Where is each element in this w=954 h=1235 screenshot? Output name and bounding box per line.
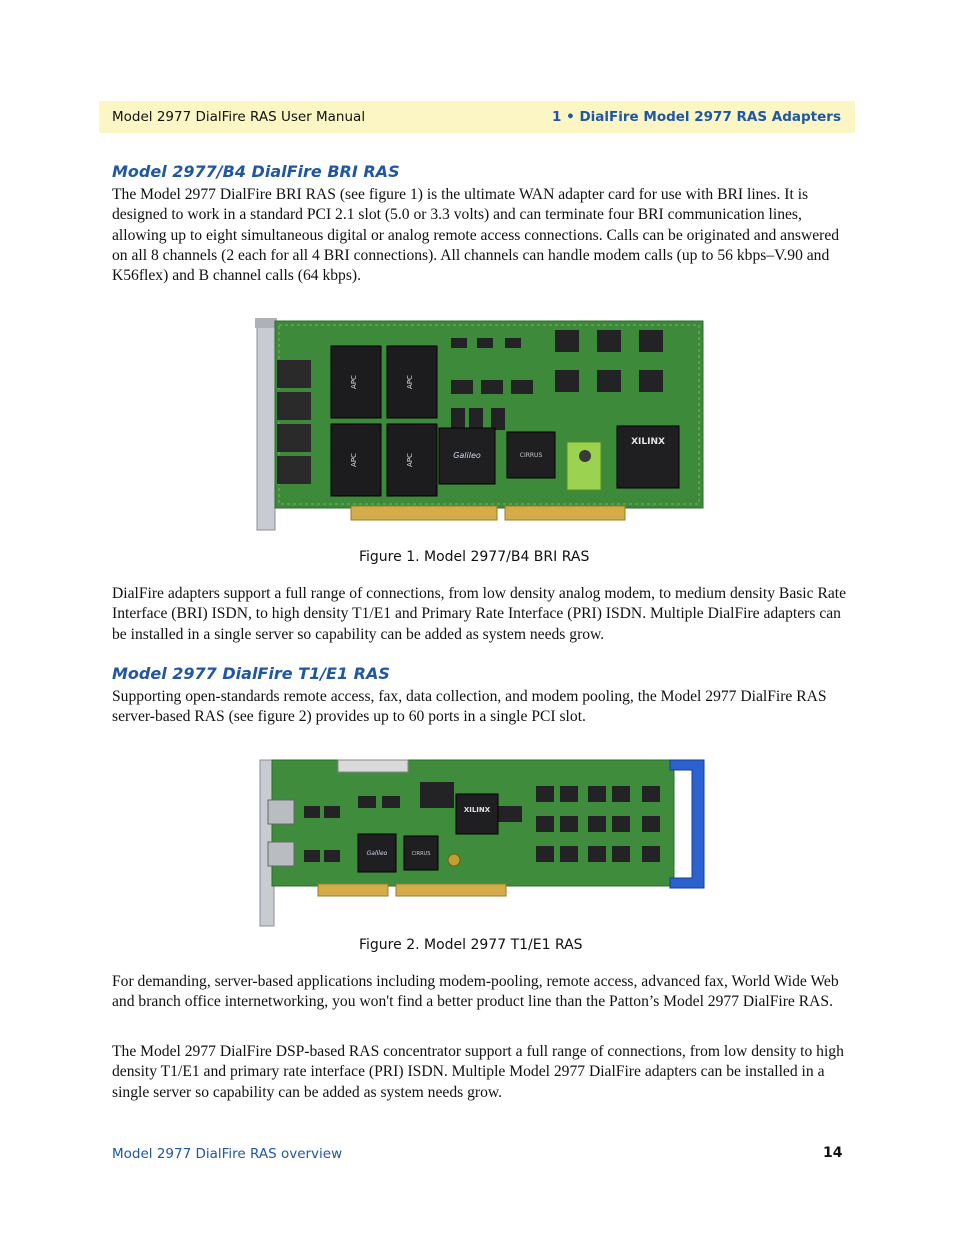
- dsp-concentrator-paragraph: The Model 2977 DialFire DSP-based RAS co…: [112, 1043, 844, 1101]
- apc-label-1: APC: [350, 375, 358, 389]
- section-heading-t1e1: Model 2977 DialFire T1/E1 RAS: [112, 664, 390, 683]
- section-heading-bri: Model 2977/B4 DialFire BRI RAS: [112, 162, 400, 181]
- demanding-applications-paragraph: For demanding, server-based applications…: [112, 973, 839, 1011]
- pci-edge-connector: [317, 883, 389, 897]
- cirrus-chip: [403, 835, 439, 871]
- apc-label-4: APC: [406, 453, 414, 467]
- bri-intro-paragraph: The Model 2977 DialFire BRI RAS (see fig…: [112, 186, 840, 285]
- header-chapter-title: 1 • DialFire Model 2977 RAS Adapters: [552, 109, 841, 125]
- cirrus-chip: [506, 431, 556, 479]
- rj45-port-1: [267, 799, 295, 825]
- footer-section-title: Model 2977 DialFire RAS overview: [112, 1146, 343, 1162]
- small-ic-chips: [304, 782, 660, 862]
- figure-1-caption: Figure 1. Model 2977/B4 BRI RAS: [359, 549, 590, 565]
- xilinx-chip: [616, 425, 680, 489]
- t1e1-intro-paragraph: Supporting open-standards remote access,…: [112, 688, 827, 726]
- mounting-bracket: [256, 319, 276, 531]
- figure-1-bri-card-image: APC APC APC APC Galileo CIRRUS XILINX: [255, 318, 704, 531]
- galileo-chip-label: Galileo: [367, 850, 388, 857]
- card-handle: [669, 759, 705, 889]
- header-manual-title: Model 2977 DialFire RAS User Manual: [112, 109, 366, 125]
- galileo-chip: [357, 833, 397, 873]
- running-header: Model 2977 DialFire RAS User Manual 1 • …: [99, 101, 855, 133]
- figure-2-caption: Figure 2. Model 2977 T1/E1 RAS: [359, 937, 583, 953]
- ribbon-header: [337, 759, 409, 773]
- rj45-port-2: [267, 841, 295, 867]
- xilinx-chip-label: XILINX: [464, 806, 491, 814]
- oscillator-area: [566, 441, 602, 491]
- figure-2-t1e1-card-image: XILINX Galileo CIRRUS: [259, 759, 705, 927]
- pci-edge-connector: [350, 505, 498, 521]
- small-ic-chips: [451, 330, 663, 430]
- galileo-chip-label: Galileo: [453, 451, 481, 460]
- dialfire-connections-paragraph: DialFire adapters support a full range o…: [112, 585, 847, 643]
- apc-label-2: APC: [406, 375, 414, 389]
- cirrus-chip-label: CIRRUS: [412, 851, 431, 857]
- galileo-chip: [438, 427, 496, 485]
- apc-label-3: APC: [350, 453, 358, 467]
- apc-modules: APC APC APC APC: [330, 345, 438, 497]
- xilinx-chip-label: XILINX: [631, 437, 665, 447]
- page-number: 14: [823, 1145, 843, 1161]
- xilinx-chip: [455, 793, 499, 835]
- cirrus-chip-label: CIRRUS: [520, 452, 543, 459]
- rj45-ports: [277, 360, 311, 484]
